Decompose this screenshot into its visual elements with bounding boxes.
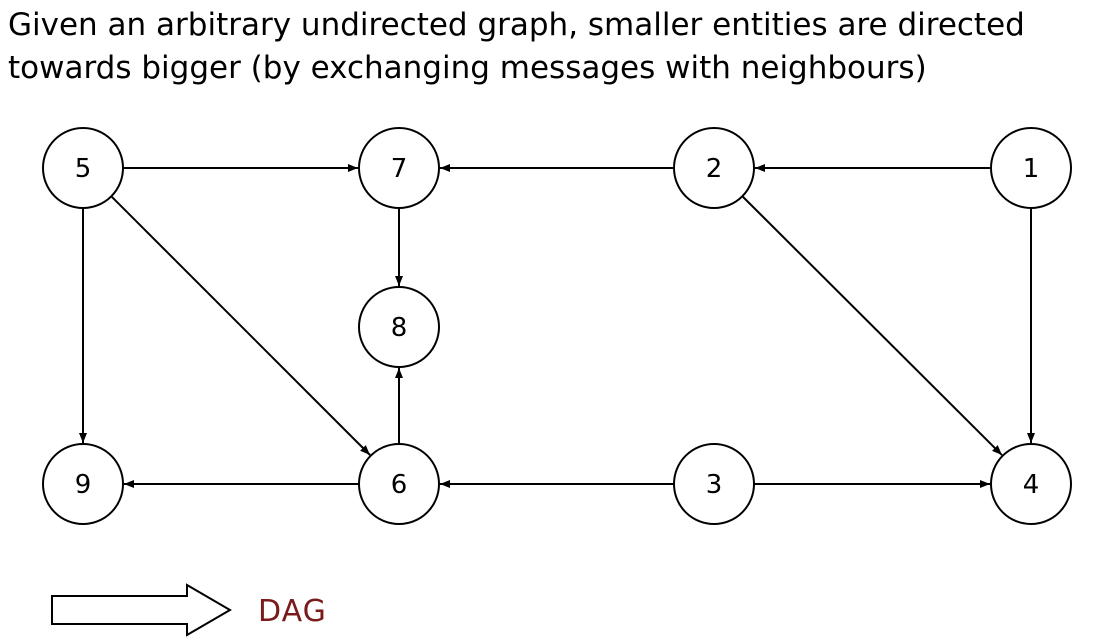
node-circle-1 — [990, 127, 1072, 209]
title-line-2: towards bigger (by exchanging messages w… — [8, 50, 927, 86]
node-2: 2 — [673, 127, 755, 209]
node-9: 9 — [42, 443, 124, 525]
node-label-2: 2 — [706, 154, 723, 184]
node-3: 3 — [673, 443, 755, 525]
node-8: 8 — [358, 286, 440, 368]
node-circle-6 — [358, 443, 440, 525]
node-circle-2 — [673, 127, 755, 209]
node-label-9: 9 — [75, 470, 92, 500]
edge-5-to-6 — [110, 195, 371, 456]
edge-2-to-4 — [741, 195, 1003, 456]
node-label-7: 7 — [391, 154, 408, 184]
node-circle-8 — [358, 286, 440, 368]
edges-layer — [79, 164, 1035, 488]
dag-label: DAG — [258, 594, 327, 629]
node-circle-9 — [42, 443, 124, 525]
node-label-5: 5 — [75, 154, 92, 184]
node-1: 1 — [990, 127, 1072, 209]
title-line-1: Given an arbitrary undirected graph, sma… — [8, 7, 1025, 43]
node-5: 5 — [42, 127, 124, 209]
node-4: 4 — [990, 443, 1072, 525]
node-circle-7 — [358, 127, 440, 209]
nodes-layer: 5 7 2 1 8 9 6 3 4 — [42, 127, 1072, 525]
node-circle-4 — [990, 443, 1072, 525]
node-label-1: 1 — [1023, 154, 1040, 184]
node-7: 7 — [358, 127, 440, 209]
node-circle-5 — [42, 127, 124, 209]
node-6: 6 — [358, 443, 440, 525]
dag-implication-arrow — [51, 583, 232, 637]
node-label-3: 3 — [706, 470, 723, 500]
node-label-8: 8 — [391, 313, 408, 343]
node-circle-3 — [673, 443, 755, 525]
node-label-4: 4 — [1023, 470, 1040, 500]
slide-title: Given an arbitrary undirected graph, sma… — [8, 4, 1103, 90]
node-label-6: 6 — [391, 470, 408, 500]
